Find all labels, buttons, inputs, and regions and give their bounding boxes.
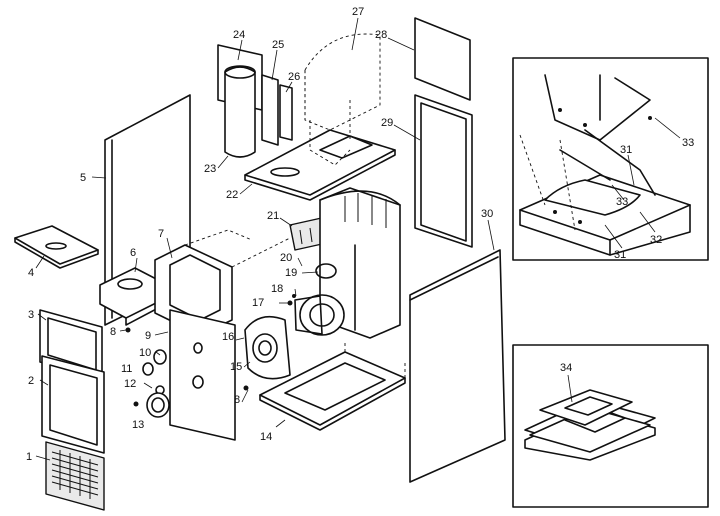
label-part-14: 14 [260,431,272,443]
label-part-2: 2 [28,375,34,387]
label-part-15: 15 [230,361,242,373]
part-22-top-plate [244,129,396,201]
leader-lines [35,17,681,461]
label-part-33-lower: 33 [616,196,628,208]
label-part-19: 19 [285,267,297,279]
label-part-29: 29 [381,117,393,129]
part-14-base-pan [259,342,406,431]
label-part-31-lower: 31 [614,249,626,261]
label-part-26: 26 [288,71,300,83]
label-part-27: 27 [352,6,364,18]
part-2-filter-frame [41,355,105,454]
label-part-7: 7 [158,228,164,240]
label-part-13: 13 [132,419,144,431]
part-29-door-panel [414,94,473,248]
part-23-heat-shield-cylinder [224,65,256,158]
part-25-gasket [261,74,279,146]
label-part-34: 34 [560,362,572,374]
label-part-8-lower: 8 [234,394,240,406]
label-part-23: 23 [204,163,216,175]
label-part-25: 25 [272,39,284,51]
part-30-right-side-panel [409,249,506,483]
label-part-11: 11 [121,363,132,375]
part-6-flue-collar [99,267,163,326]
label-part-5: 5 [80,172,86,184]
label-part-16: 16 [222,331,234,343]
part-28-top-panel [414,17,471,101]
label-part-1: 1 [26,451,32,463]
label-part-6: 6 [130,247,136,259]
part-26-gasket [279,84,293,141]
label-part-30: 30 [481,208,493,220]
screw-fasteners [125,294,296,391]
part-9-front-panel [169,309,236,441]
label-part-22: 22 [226,189,238,201]
part-1-grille [45,441,105,511]
inset-bottom-detail [512,344,709,508]
label-part-9: 9 [145,330,151,342]
label-part-20: 20 [280,252,292,264]
label-part-28: 28 [375,29,387,41]
label-part-24: 24 [233,29,245,41]
label-part-3: 3 [28,309,34,321]
label-part-21: 21 [267,210,279,222]
part-27-blower-housing [304,33,381,166]
part-number-labels: 1 2 3 4 5 6 7 8 9 10 11 12 13 14 15 16 1… [26,6,694,463]
label-part-31-upper: 31 [620,144,632,156]
label-part-33-upper: 33 [682,137,694,149]
part-20-inducer-housing [294,294,345,336]
label-part-18: 18 [271,283,283,295]
label-part-12: 12 [124,378,136,390]
label-part-32: 32 [650,234,662,246]
label-part-10: 10 [139,347,151,359]
label-part-8-left: 8 [110,326,116,338]
label-part-4: 4 [28,267,34,279]
part-16-blower-assembly [244,315,291,380]
part-13-ring [133,392,170,418]
label-part-17: 17 [252,297,264,309]
part-10-sight-glass [153,349,167,365]
inset-top-detail [512,57,709,261]
part-11-grommet [142,362,154,376]
part-4-bracket-plate [14,225,99,269]
